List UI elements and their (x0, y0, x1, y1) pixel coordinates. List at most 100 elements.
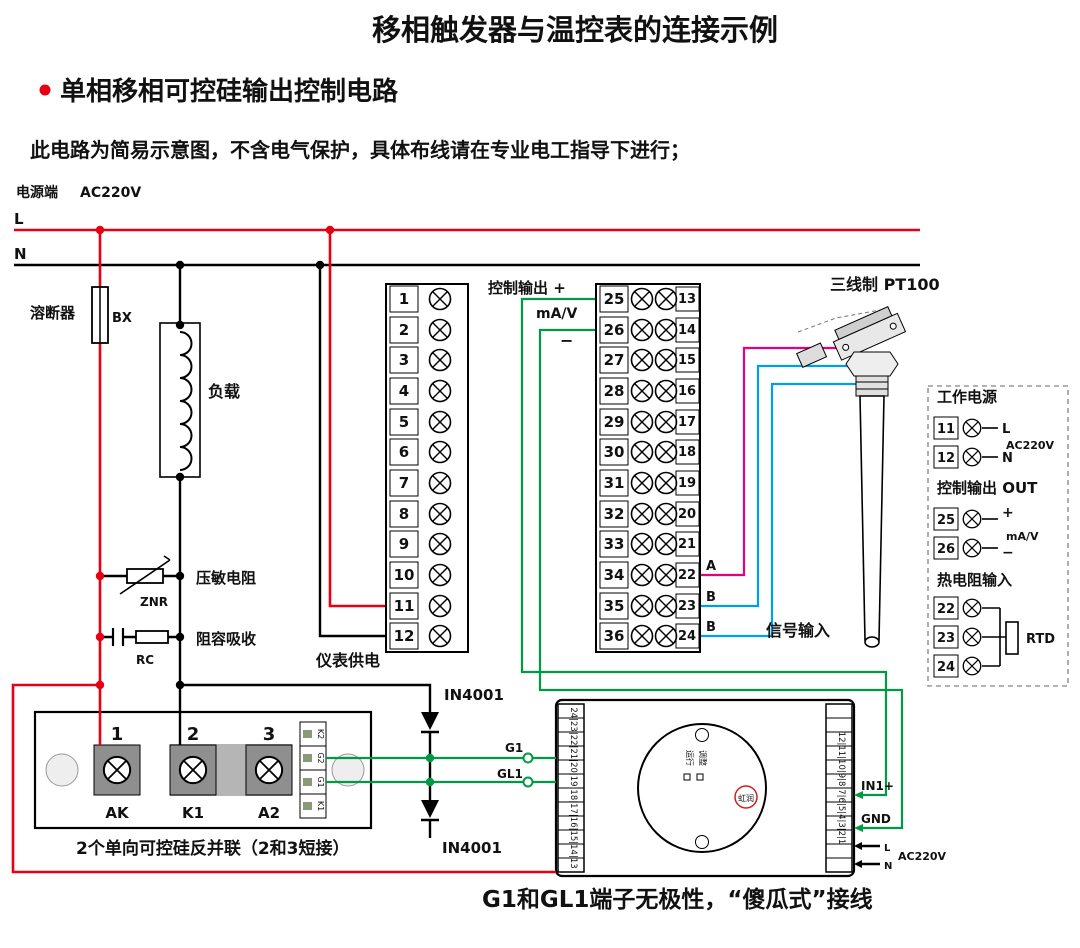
sensor-wire-a (700, 346, 862, 577)
n-rail-label: N (14, 245, 27, 263)
hex-nut (845, 351, 899, 377)
sensor-wire-b2 (700, 382, 856, 638)
terminal-number: 23 (678, 599, 696, 614)
terminal-number: 5 (399, 413, 409, 431)
panel-terminal-number: 23 (937, 631, 955, 646)
scr-number-3: 3 (263, 724, 276, 745)
terminal-number: 10 (394, 566, 415, 584)
load-label: 负载 (208, 382, 240, 401)
rc-code: RC (136, 653, 154, 667)
terminal-number: 4 (399, 382, 409, 400)
scr-module (33, 710, 373, 830)
terminal-number: 14 (678, 323, 696, 338)
panel-n-label: N (1002, 451, 1013, 466)
terminal-number: 7 (399, 474, 409, 492)
subtitle: 单相移相可控硅输出控制电路 (60, 76, 399, 107)
scr-k1-label: K1 (182, 804, 204, 822)
dial-adjust-label: 调整 (698, 750, 708, 766)
dial-run-label: 运行 (685, 750, 695, 766)
terminal-number: 1 (399, 290, 409, 308)
panel-terminal-number: 26 (937, 542, 955, 557)
sensor-label: 三线制 PT100 (830, 275, 940, 294)
in1-label: IN1+ (861, 779, 894, 793)
trigger-left-strip-numbers: 24|23|22|21|20|19|18|17|16|15|14|13 (568, 707, 578, 868)
control-out-minus-wire (538, 328, 904, 830)
trigger-module (554, 698, 856, 878)
screw-icon (254, 755, 284, 785)
arrow-icon (854, 791, 863, 799)
terminal-number: 15 (678, 353, 696, 368)
terminal-number: 6 (399, 443, 409, 461)
rc-label: 阻容吸收 (196, 630, 256, 648)
g1-terminal-dot (522, 752, 534, 764)
varistor (119, 555, 171, 595)
safety-note: 此电路为简易示意图，不含电气保护，具体布线请在专业电工指导下进行； (30, 138, 690, 162)
panel-terminal-number: 12 (937, 451, 955, 466)
thread-collar (855, 375, 889, 397)
terminal-block-right-group (595, 283, 701, 653)
terminal-number: 22 (678, 568, 696, 583)
terminal-number: 18 (678, 445, 696, 460)
panel-l-label: L (1002, 422, 1010, 437)
varistor-code: ZNR (140, 595, 168, 609)
terminal-number: 19 (678, 476, 696, 491)
junction-dots (95, 225, 435, 787)
trigger-n-label: N (884, 861, 892, 872)
terminal-number: 17 (678, 415, 696, 430)
gl1-terminal-dot (522, 776, 534, 788)
brand-logo (734, 785, 758, 809)
panel-terminal-number: 22 (937, 602, 955, 617)
fuse-label: 溶断器 (30, 304, 76, 322)
bullet-icon (39, 84, 51, 96)
gate-strip-label: K1 (316, 801, 325, 811)
meter-power-n-wire (318, 265, 386, 638)
rtd-label: RTD (1026, 632, 1055, 647)
trigger-ac-label: AC220V (898, 850, 947, 863)
power-rails (14, 228, 920, 267)
meter-power-l-wire (328, 230, 386, 608)
terminal-number: 31 (604, 474, 625, 492)
control-out-title: 控制输出 OUT (937, 479, 1038, 497)
terminal-number: 34 (604, 566, 625, 584)
screw-icon (102, 755, 132, 785)
wire-b1-label: B (706, 590, 716, 605)
rtd-input-title: 热电阻输入 (937, 571, 1012, 589)
scr-number-1: 1 (111, 724, 124, 745)
arrow-icon (854, 860, 862, 868)
mount-hole-right (331, 753, 365, 787)
terminal-number: 20 (678, 507, 696, 522)
power-side-label: 电源端 (16, 184, 58, 201)
l-rail-label: L (14, 210, 24, 228)
load-coil (159, 322, 201, 478)
dial (637, 723, 767, 853)
terminal-number: 3 (399, 351, 409, 369)
terminal-number: 35 (604, 597, 625, 615)
terminal-number: 24 (678, 629, 696, 644)
terminal-number: 11 (394, 597, 415, 615)
power-voltage-label: AC220V (80, 185, 141, 201)
terminal-number: 26 (604, 321, 625, 339)
control-output-label: 控制输出 + (488, 279, 566, 297)
page-title: 移相触发器与温控表的连接示例 (372, 13, 778, 47)
terminal-number: 36 (604, 627, 625, 645)
terminal-number: 27 (604, 351, 625, 369)
mount-hole-left (45, 753, 79, 787)
sensor-wire-b1 (700, 364, 855, 608)
terminal-number: 2 (399, 321, 409, 339)
pt100-sensor (795, 306, 907, 648)
varistor-label: 压敏电阻 (196, 569, 256, 587)
terminal-number: 33 (604, 535, 625, 553)
terminal-number: 29 (604, 413, 625, 431)
terminal-number: 8 (399, 505, 409, 523)
arrow-icon (854, 842, 862, 850)
panel-terminal-number: 24 (937, 660, 955, 675)
panel-terminal-number: 25 (937, 513, 955, 528)
arrow-icon (854, 824, 863, 832)
terminal-number: 9 (399, 535, 409, 553)
fuse-code: BX (112, 311, 132, 326)
terminal-number: 12 (394, 627, 415, 645)
panel-ac-label: AC220V (1006, 439, 1055, 452)
scr-ak-label: AK (105, 804, 130, 822)
